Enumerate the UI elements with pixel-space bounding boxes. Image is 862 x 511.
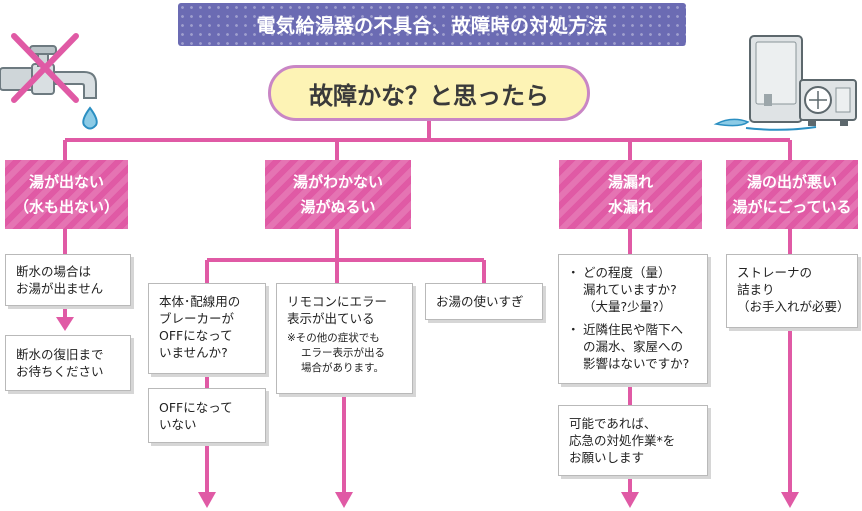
card-overuse-text: お湯の使いすぎ: [436, 294, 524, 309]
card-overuse: お湯の使いすぎ: [425, 283, 543, 320]
page-title: 電気給湯器の不具合、故障時の対処方法: [256, 15, 608, 37]
start-question-text: 故障かな？と思ったら: [309, 81, 549, 110]
card-breaker-check-line1: 本体･配線用の: [159, 294, 241, 309]
card-breaker-not-off-line2: いない: [159, 417, 197, 432]
card-breaker-check-line2: ブレーカーが: [159, 311, 235, 326]
card-breaker-not-off-line1: OFFになって: [159, 400, 233, 415]
category-no-water-line2: （水も出ない）: [13, 197, 119, 216]
card-water-outage: 断水の場合は お湯が出ません: [5, 254, 131, 306]
leak-question-neighbors-line1: 近隣住民や階下へ: [583, 322, 684, 337]
card-remote-error-line2: 表示が出ている: [287, 311, 375, 326]
card-wait-restoration-line1: 断水の復旧まで: [16, 347, 104, 362]
leak-question-amount-line3: （大量?少量?）: [583, 299, 672, 314]
card-remote-error-note-line1: ※その他の症状でも: [287, 332, 380, 344]
water-drop-icon: [82, 106, 98, 130]
card-breaker-check-line4: いませんか?: [159, 345, 228, 360]
card-breaker-check: 本体･配線用の ブレーカーが OFFになって いませんか?: [148, 283, 266, 374]
card-strainer-line2: 詰まり: [737, 282, 775, 297]
title-banner: 電気給湯器の不具合、故障時の対処方法: [178, 3, 686, 46]
card-remote-error-line1: リモコンにエラー: [287, 294, 388, 309]
card-strainer-line1: ストレーナの: [737, 265, 813, 280]
water-heater-icon: [713, 35, 857, 131]
card-strainer: ストレーナの 詰まり （お手入れが必要）: [726, 254, 858, 328]
category-no-heat: 湯がわかない 湯がぬるい: [265, 160, 411, 229]
card-leak-action-line1: 可能であれば、: [569, 416, 657, 431]
category-no-water: 湯が出ない （水も出ない）: [5, 160, 128, 229]
category-no-heat-line2: 湯がぬるい: [300, 197, 376, 216]
leak-question-neighbors-line2: の漏水、家屋への: [583, 339, 684, 354]
leak-question-amount: どの程度（量） 漏れていますか? （大量?少量?）: [567, 264, 697, 315]
leak-question-neighbors: 近隣住民や階下へ の漏水、家屋への 影響はないですか?: [567, 321, 697, 372]
card-remote-error-note-line3: 場合があります。: [301, 362, 384, 374]
card-water-outage-line1: 断水の場合は: [16, 264, 92, 279]
card-leak-action: 可能であれば、 応急の対処作業*を お願いします: [558, 405, 708, 476]
category-poor-flow-line1: 湯の出が悪い: [746, 172, 837, 191]
leak-question-neighbors-line3: 影響はないですか?: [583, 356, 690, 371]
leak-question-amount-line2: 漏れていますか?: [583, 282, 677, 297]
category-poor-flow-line2: 湯がにごっている: [732, 197, 852, 216]
card-water-outage-line2: お湯が出ません: [16, 281, 104, 296]
card-breaker-check-line3: OFFになって: [159, 328, 233, 343]
category-no-heat-line1: 湯がわかない: [292, 172, 383, 191]
card-wait-restoration: 断水の復旧まで お待ちください: [5, 335, 131, 391]
category-leak-line2: 水漏れ: [607, 197, 653, 216]
card-leak-questions: どの程度（量） 漏れていますか? （大量?少量?） 近隣住民や階下へ の漏水、家…: [558, 254, 708, 384]
card-leak-action-line2: 応急の対処作業*を: [569, 433, 676, 448]
card-remote-error-note: ※その他の症状でも エラー表示が出る 場合があります。: [287, 331, 402, 376]
leak-question-amount-line1: どの程度（量）: [583, 265, 671, 280]
card-wait-restoration-line2: お待ちください: [16, 364, 104, 379]
category-poor-flow: 湯の出が悪い 湯がにごっている: [726, 160, 858, 229]
category-no-water-line1: 湯が出ない: [28, 172, 104, 191]
faucet-crossed-icon: [0, 33, 98, 130]
card-remote-error: リモコンにエラー 表示が出ている ※その他の症状でも エラー表示が出る 場合があ…: [276, 283, 413, 394]
category-leak: 湯漏れ 水漏れ: [559, 160, 702, 229]
start-question: 故障かな？と思ったら: [268, 65, 590, 121]
card-breaker-not-off: OFFになって いない: [148, 388, 266, 443]
card-strainer-line3: （お手入れが必要）: [737, 299, 850, 314]
card-leak-action-line3: お願いします: [569, 450, 645, 465]
category-leak-line1: 湯漏れ: [607, 172, 653, 191]
card-remote-error-note-line2: エラー表示が出る: [301, 347, 385, 359]
